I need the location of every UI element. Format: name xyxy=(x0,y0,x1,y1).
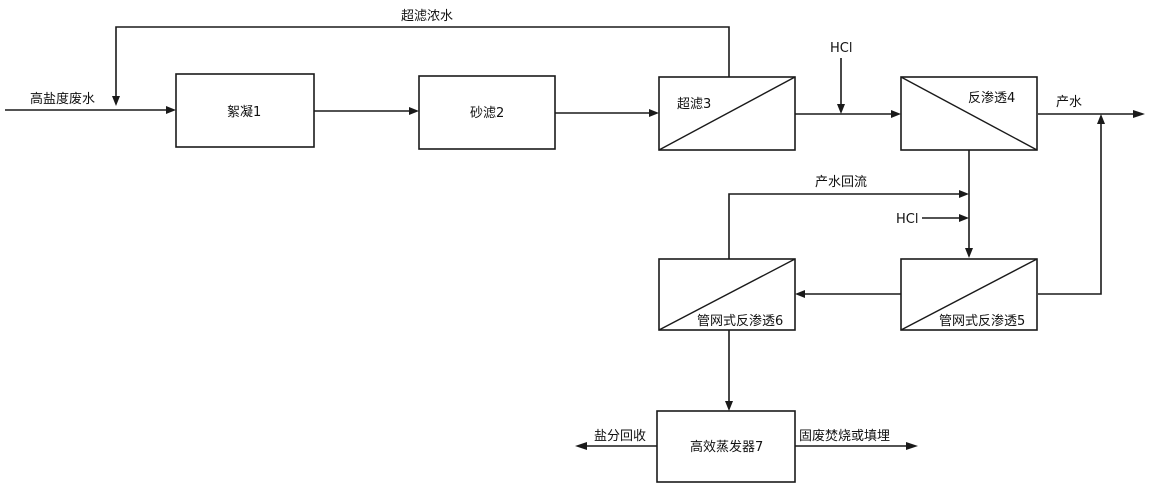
uf-concentrate-arrow xyxy=(112,96,120,106)
ro6-to-evap-arrow xyxy=(725,401,733,411)
evap-box xyxy=(656,410,796,483)
sand-to-uf-arrow xyxy=(649,109,659,117)
waste-arrow xyxy=(906,442,918,450)
sand-label: 砂滤2 xyxy=(470,106,504,121)
ro5-label: 管网式反渗透5 xyxy=(939,314,1025,329)
hcl-top-label: HCl xyxy=(830,41,852,56)
salt-label: 盐分回收 xyxy=(594,429,646,444)
feed-arrow xyxy=(166,106,176,114)
coag-to-sand-arrow xyxy=(409,107,419,115)
recycle-arrow xyxy=(959,190,969,198)
recycle-line xyxy=(728,193,961,259)
ro5-to-ro6-arrow xyxy=(795,290,805,298)
hcl-mid-label: HCl xyxy=(896,212,918,227)
uf-to-ro-arrow xyxy=(891,110,901,118)
uf-concentrate-line xyxy=(115,26,730,98)
ro6-label: 管网式反渗透6 xyxy=(697,314,783,329)
feed-label: 高盐度废水 xyxy=(30,91,95,107)
evap-label: 高效蒸发器7 xyxy=(690,439,763,455)
hcl-mid-arrow xyxy=(959,214,969,222)
ro5-permeate-line xyxy=(1038,122,1102,295)
recycle-label: 产水回流 xyxy=(815,175,867,190)
waste-label: 固废焚烧或填埋 xyxy=(799,428,890,444)
sand-box xyxy=(418,75,556,150)
ro-membrane xyxy=(900,76,1038,151)
salt-arrow xyxy=(575,442,587,450)
product-label: 产水 xyxy=(1056,95,1082,110)
uf-concentrate-label: 超滤浓水 xyxy=(401,9,453,24)
product-arrow xyxy=(1133,110,1145,118)
ro6-membrane xyxy=(658,258,796,331)
ro4-to-ro5-arrow xyxy=(965,248,973,258)
ro5-membrane xyxy=(900,258,1038,331)
hcl-top-arrow xyxy=(837,104,845,114)
coag-box xyxy=(175,73,315,148)
uf-membrane xyxy=(658,76,796,151)
coag-label: 絮凝1 xyxy=(227,104,261,120)
uf-label: 超滤3 xyxy=(677,97,711,112)
ro-label: 反渗透4 xyxy=(968,91,1015,106)
ro5-permeate-arrow xyxy=(1097,114,1105,124)
